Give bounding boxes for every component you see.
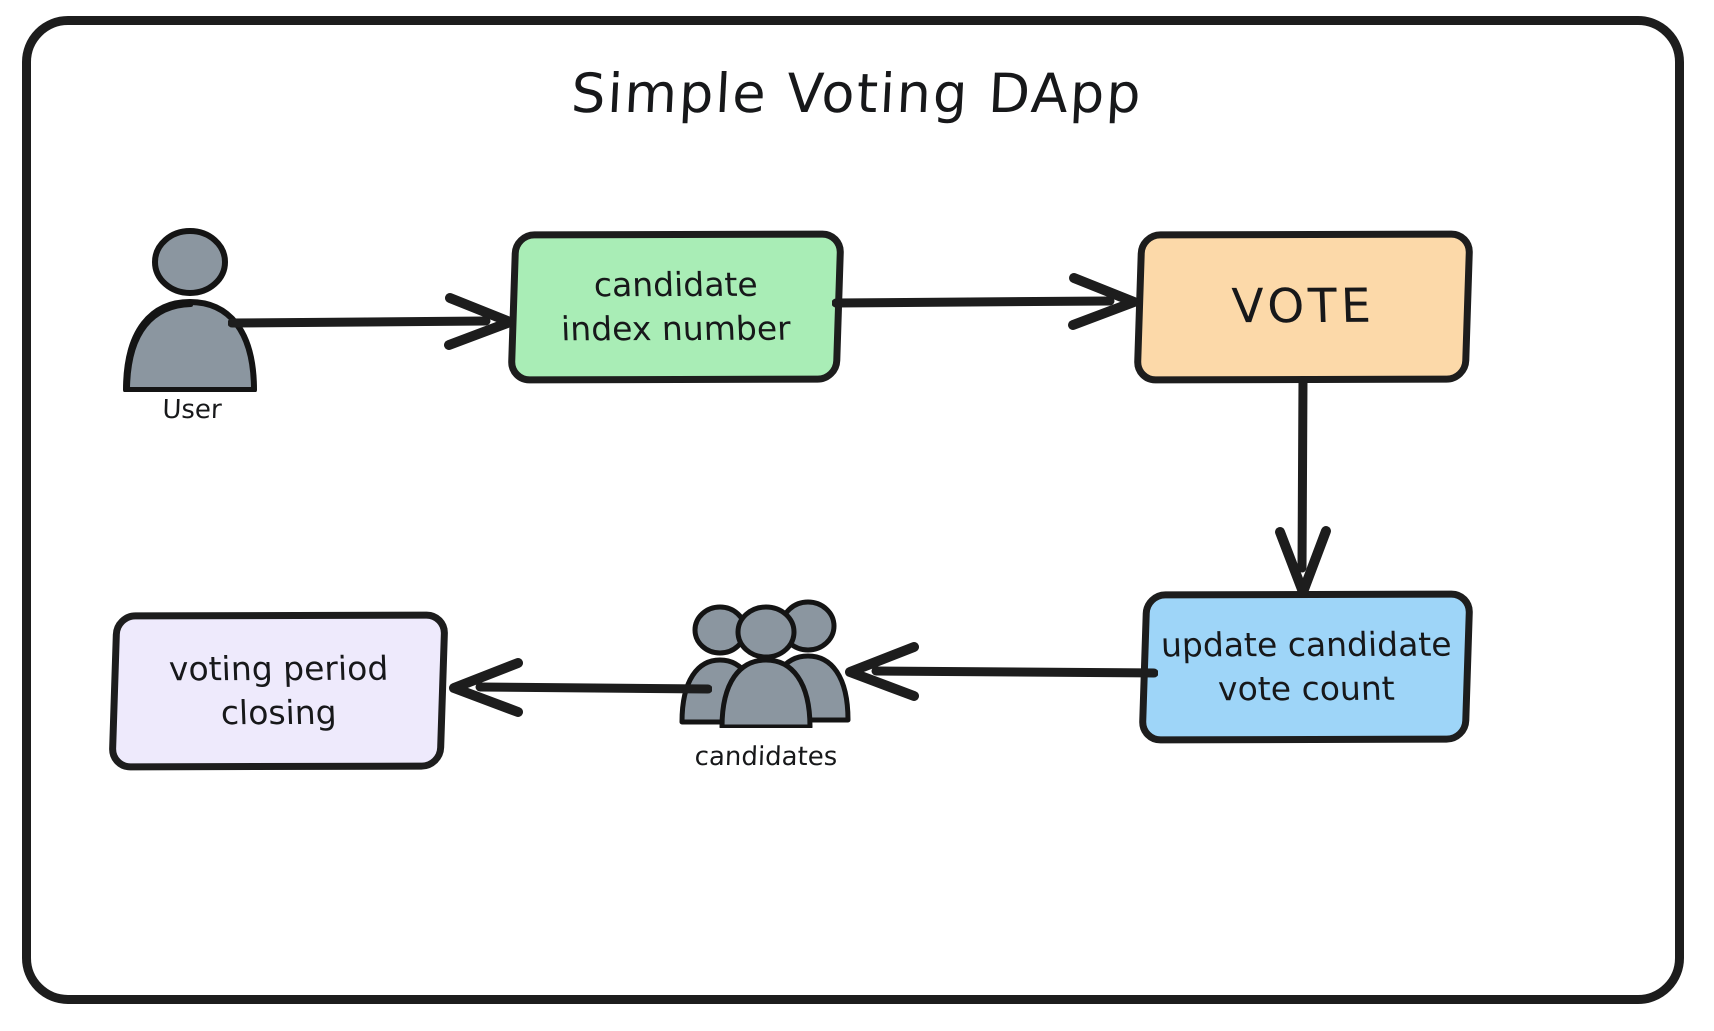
diagram-frame [22,16,1684,1004]
node-voting-closing-line2: closing [219,692,338,733]
node-update-count-line2: vote count [1217,668,1396,709]
arrow-vote-to-update-count [1258,375,1348,606]
user-label: User [161,395,223,425]
arrow-update-count-to-candidates [828,632,1159,712]
candidates-label: candidates [694,742,838,772]
node-candidate-index[interactable]: candidate index number [507,230,845,384]
node-candidate-index-line2: index number [560,308,792,349]
node-update-candidate-vote-count[interactable]: update candidate vote count [1138,590,1474,744]
node-candidate-index-line1: candidate [593,265,759,305]
people-group-icon [676,598,856,730]
arrow-candidates-to-voting-closing [432,648,713,728]
node-voting-closing-line1: voting period [168,649,389,689]
arrow-candidate-index-to-vote [831,262,1152,342]
node-vote-label: VOTE [1231,278,1376,335]
person-icon [112,222,272,393]
node-vote[interactable]: VOTE [1133,230,1474,384]
arrow-user-to-candidate-index [227,282,528,362]
diagram-title: Simple Voting DApp [569,62,1145,125]
node-update-count-line1: update candidate [1159,625,1452,665]
node-voting-period-closing[interactable]: voting period closing [108,611,449,771]
